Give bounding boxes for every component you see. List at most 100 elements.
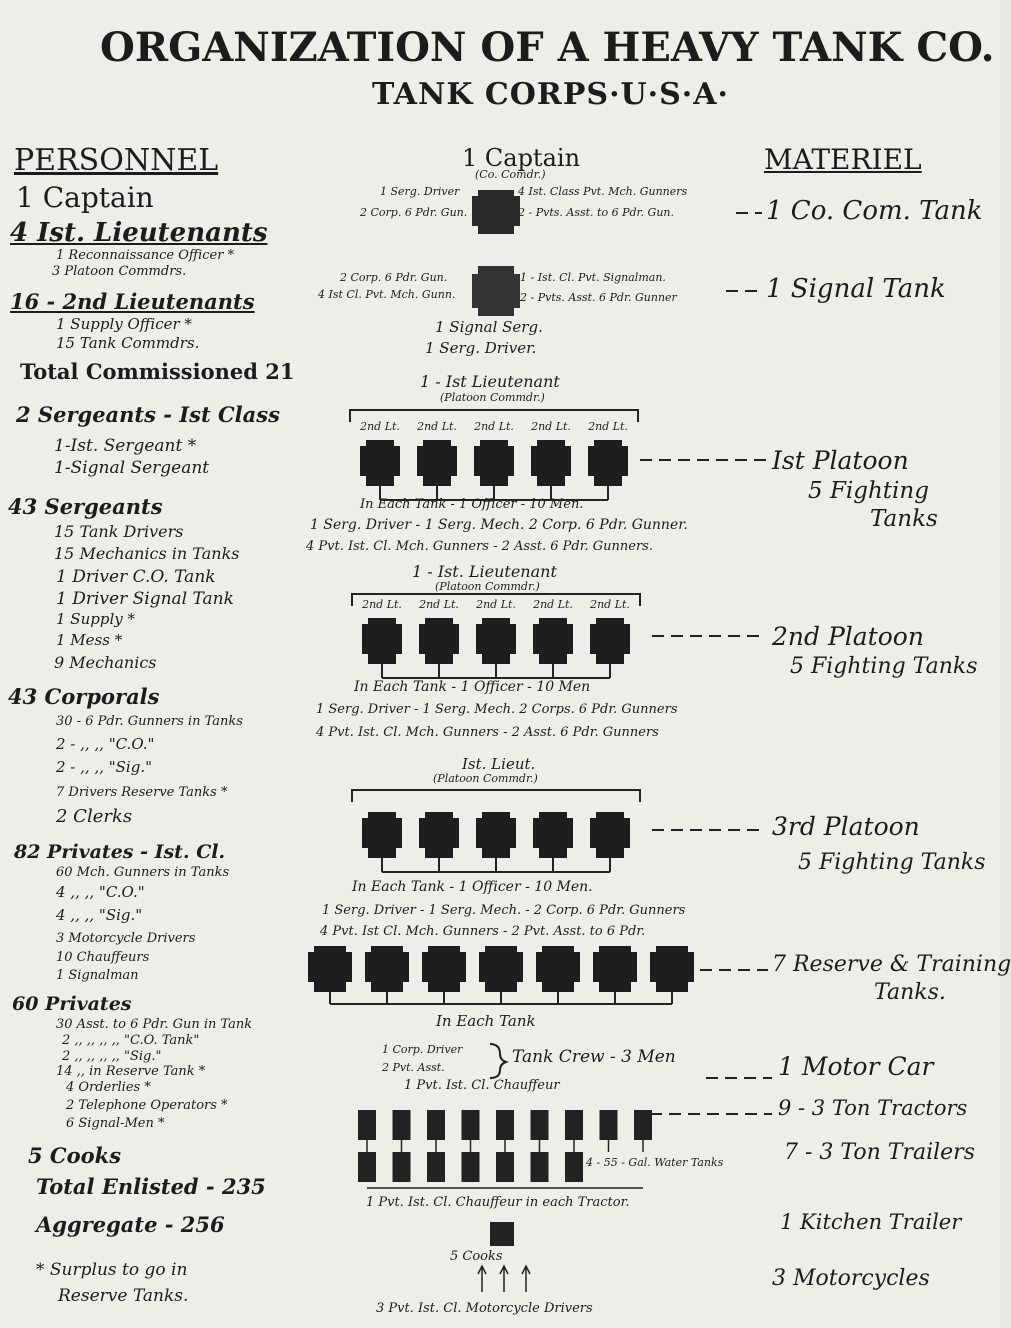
platoon3-tank-icon bbox=[476, 812, 516, 858]
crew-corp-driver: 1 Corp. Driver bbox=[382, 1043, 463, 1056]
personnel-privates-first-class: 82 Privates - Ist. Cl. bbox=[14, 841, 226, 863]
platoon2-cap-3: 4 Pvt. Ist. Cl. Mch. Gunners - 2 Asst. 6… bbox=[316, 725, 659, 740]
tractor-icon bbox=[530, 1110, 549, 1140]
platoon1-tank-icon bbox=[417, 440, 457, 486]
materiel-third-platoon-tanks: 5 Fighting Tanks bbox=[798, 850, 986, 875]
trailer-icon bbox=[461, 1152, 480, 1182]
personnel-sergeants: 43 Sergeants bbox=[8, 494, 163, 519]
personnel-recon-officer: 1 Reconnaissance Officer * bbox=[56, 248, 235, 263]
platoon3-sub: (Platoon Commdr.) bbox=[433, 772, 538, 785]
personnel-pvt-asst-gun: 30 Asst. to 6 Pdr. Gun in Tank bbox=[56, 1017, 253, 1032]
personnel-tank-commanders: 15 Tank Commdrs. bbox=[56, 334, 200, 352]
platoon2-tank-icon bbox=[533, 618, 573, 664]
platoon3-tank-icon bbox=[362, 812, 402, 858]
tractor-icon bbox=[358, 1110, 376, 1140]
platoon2-tank-label: 2nd Lt. bbox=[475, 598, 516, 611]
page-title: ORGANIZATION OF A HEAVY TANK CO. bbox=[100, 24, 995, 71]
personnel-pvt-reserve: 14 ,, in Reserve Tank * bbox=[56, 1064, 206, 1079]
materiel-co-com-tank: 1 Co. Com. Tank bbox=[766, 196, 983, 226]
personnel-aggregate: Aggregate - 256 bbox=[36, 1212, 225, 1237]
reserve-tank-icon bbox=[365, 946, 409, 992]
materiel-reserve-tanks: 7 Reserve & Training bbox=[772, 952, 1011, 977]
platoon3-tank-icon bbox=[419, 812, 459, 858]
platoon1-tank-icon bbox=[360, 440, 400, 486]
motorcycle-caption: 3 Pvt. Ist. Cl. Motorcycle Drivers bbox=[376, 1301, 593, 1316]
cc-left-1: 1 Serg. Driver bbox=[380, 185, 460, 198]
materiel-second-platoon: 2nd Platoon bbox=[772, 622, 924, 651]
personnel-signal-sergeant: 1-Signal Sergeant bbox=[54, 458, 210, 478]
sig-below-2: 1 Serg. Driver. bbox=[425, 339, 537, 357]
sig-below-1: 1 Signal Serg. bbox=[435, 318, 543, 336]
platoon-3-group bbox=[351, 789, 641, 873]
page-subtitle: TANK CORPS·U·S·A· bbox=[372, 77, 729, 112]
tractors-group bbox=[358, 1110, 652, 1152]
personnel-privates: 60 Privates bbox=[12, 993, 132, 1015]
platoon1-tank-icon bbox=[588, 440, 628, 486]
tractor-icon bbox=[392, 1110, 411, 1140]
personnel-second-lieutenants: 16 - 2nd Lieutenants bbox=[10, 289, 255, 314]
personnel-driver-signal-tank: 1 Driver Signal Tank bbox=[56, 589, 234, 609]
personnel-tank-drivers: 15 Tank Drivers bbox=[54, 522, 184, 541]
platoon3-tank-icon bbox=[533, 812, 573, 858]
platoon3-bracket bbox=[351, 789, 641, 802]
materiel-first-platoon-tanks: 5 Fighting bbox=[808, 478, 929, 504]
trailer-icon bbox=[427, 1152, 445, 1182]
reserve-tank-icon bbox=[308, 946, 352, 992]
personnel-corporals: 43 Corporals bbox=[8, 684, 160, 709]
personnel-heading: PERSONNEL bbox=[14, 143, 219, 178]
co-tank-icon bbox=[472, 190, 520, 234]
platoon3-cap-3: 4 Pvt. Ist Cl. Mch. Gunners - 2 Pvt. Ass… bbox=[320, 924, 646, 939]
materiel-first-platoon: Ist Platoon bbox=[772, 446, 909, 475]
crew-pvt-asst: 2 Pvt. Asst. bbox=[382, 1061, 445, 1074]
personnel-sergeants-first-class: 2 Sergeants - Ist Class bbox=[16, 402, 280, 427]
platoon1-tank-label: 2nd Lt. bbox=[530, 420, 571, 433]
personnel-orderlies: 4 Orderlies * bbox=[66, 1080, 151, 1095]
trailer-icon bbox=[358, 1152, 376, 1182]
personnel-total-commissioned: Total Commissioned 21 bbox=[20, 359, 295, 384]
materiel-motorcycles: 3 Motorcycles bbox=[772, 1266, 930, 1291]
motorcycle-arrows-icon bbox=[477, 1264, 531, 1292]
platoon1-bracket bbox=[349, 409, 639, 422]
platoon1-tank-label: 2nd Lt. bbox=[359, 420, 400, 433]
materiel-kitchen-trailer: 1 Kitchen Trailer bbox=[780, 1210, 962, 1234]
reserve-tank-icon bbox=[650, 946, 694, 992]
materiel-third-platoon: 3rd Platoon bbox=[772, 812, 920, 841]
platoon1-sub: (Platoon Commdr.) bbox=[440, 391, 545, 404]
crew-brace bbox=[489, 1043, 510, 1079]
signal-tank-icon bbox=[472, 266, 520, 316]
sig-left-1: 2 Corp. 6 Pdr. Gun. bbox=[340, 271, 448, 284]
personnel-corp-sig: 2 - ,, ,, "Sig." bbox=[56, 758, 152, 776]
platoon1-tank-label: 2nd Lt. bbox=[416, 420, 457, 433]
sig-right-1: 1 - Ist. Cl. Pvt. Signalman. bbox=[520, 271, 666, 284]
reserve-tank-icon bbox=[593, 946, 637, 992]
personnel-pvt-sig: 2 ,, ,, ,, ,, "Sig." bbox=[62, 1049, 162, 1064]
crew-total: Tank Crew - 3 Men bbox=[512, 1047, 676, 1067]
personnel-first-sergeant: 1-Ist. Sergeant * bbox=[54, 436, 197, 456]
platoon2-cap-2: 1 Serg. Driver - 1 Serg. Mech. 2 Corps. … bbox=[316, 702, 678, 717]
personnel-total-enlisted: Total Enlisted - 235 bbox=[36, 1174, 266, 1199]
personnel-pvt-co-tank: 2 ,, ,, ,, ,, "C.O. Tank" bbox=[62, 1033, 200, 1048]
reserve-tanks-group bbox=[308, 946, 694, 1005]
platoon1-tank-icon bbox=[531, 440, 571, 486]
cc-left-2: 2 Corp. 6 Pdr. Gun. bbox=[360, 206, 468, 219]
trailer-icon bbox=[530, 1152, 549, 1182]
personnel-platoon-commanders: 3 Platoon Commdrs. bbox=[52, 264, 187, 279]
personnel-corp-gunners: 30 - 6 Pdr. Gunners in Tanks bbox=[56, 714, 243, 729]
materiel-second-platoon-tanks: 5 Fighting Tanks bbox=[790, 654, 978, 679]
platoon3-cap-1: In Each Tank - 1 Officer - 10 Men. bbox=[352, 879, 593, 895]
footnote-line-1: * Surplus to go in bbox=[36, 1260, 188, 1280]
platoon2-head: 1 - Ist. Lieutenant bbox=[412, 562, 557, 581]
trailer-icon bbox=[392, 1152, 411, 1182]
personnel-corp-co: 2 - ,, ,, "C.O." bbox=[56, 735, 155, 753]
platoon2-cap-1: In Each Tank - 1 Officer - 10 Men bbox=[354, 679, 591, 695]
platoon2-tank-label: 2nd Lt. bbox=[418, 598, 459, 611]
personnel-first-lieutenants: 4 Ist. Lieutenants bbox=[10, 218, 268, 248]
platoon1-head: 1 - Ist Lieutenant bbox=[420, 372, 560, 391]
car-chauffeur: 1 Pvt. Ist. Cl. Chauffeur bbox=[404, 1078, 560, 1093]
cc-right-1: 4 Ist. Class Pvt. Mch. Gunners bbox=[518, 185, 688, 198]
platoon2-tank-label: 2nd Lt. bbox=[532, 598, 573, 611]
platoon3-cap-2: 1 Serg. Driver - 1 Serg. Mech. - 2 Corp.… bbox=[322, 903, 686, 918]
tractor-icon bbox=[634, 1110, 652, 1140]
personnel-mch-gunners: 60 Mch. Gunners in Tanks bbox=[56, 865, 230, 880]
